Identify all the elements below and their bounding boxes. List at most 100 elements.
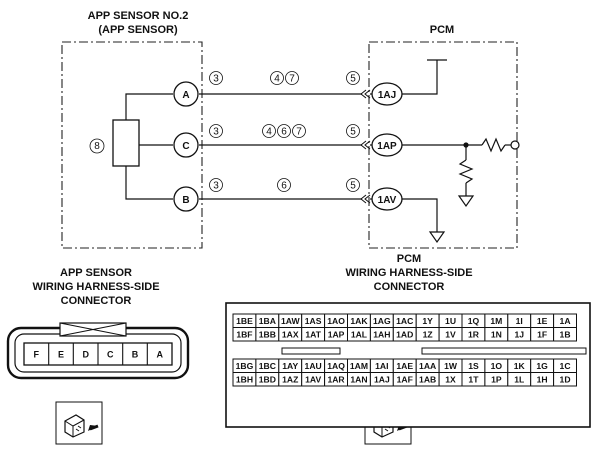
wire-ref: 3	[213, 74, 219, 85]
svg-text:B: B	[182, 195, 189, 206]
pcm-connector-pin-label: 1J	[514, 330, 524, 340]
svg-text:A: A	[182, 90, 189, 101]
svg-text:1AJ: 1AJ	[378, 90, 396, 101]
pcm-connector-pin-label: 1BE	[236, 316, 253, 326]
pcm-connector-pin-label: 1AY	[282, 361, 298, 371]
pcm-connector-pin-label: 1S	[468, 361, 479, 371]
pcm-connector-pin-label: 1D	[560, 375, 571, 385]
wire-ref: 4	[274, 74, 280, 85]
svg-text:1AP: 1AP	[377, 141, 397, 152]
pcm-connector-pin-label: 1A	[560, 316, 571, 326]
pcm-connector-pin-label: 1BF	[236, 330, 252, 340]
pcm-connector-pin-label: 1O	[491, 361, 503, 371]
app-connector-title-line2: WIRING HARNESS-SIDE	[32, 281, 159, 293]
app-connector-pin-b: B	[132, 350, 139, 360]
pcm-connector-pin-label: 1R	[468, 330, 480, 340]
wire-ref: 7	[296, 127, 302, 138]
pcm-connector-pin-label: 1AB	[419, 375, 436, 385]
pcm-connector-pin-label: 1BA	[259, 316, 276, 326]
wire-ref: 4	[266, 127, 272, 138]
pcm-connector-pin-label: 1AV	[305, 375, 321, 385]
pcm-connector-pin-label: 1G	[536, 361, 548, 371]
wire-ref: 7	[289, 74, 295, 85]
app-connector-title-line1: APP SENSOR	[60, 267, 132, 279]
pcm-internal-circuit	[402, 59, 520, 244]
pcm-connector-pin-label: 1C	[560, 361, 571, 371]
pcm-connector-pin-label: 1T	[468, 375, 479, 385]
pcm-connector-pin-label: 1AQ	[327, 361, 345, 371]
wire-ref: 6	[281, 181, 287, 192]
pcm-connector-pin-label: 1AS	[305, 316, 322, 326]
pcm-connector-pin-label: 1AA	[419, 361, 436, 371]
pcm-connector-pin-label: 1BH	[236, 375, 253, 385]
pcm-connector-pin-label: 1B	[560, 330, 571, 340]
pcm-title: PCM	[430, 24, 454, 36]
pcm-connector-pin-label: 1AT	[305, 330, 321, 340]
pcm-connector-pin-label: 1AM	[350, 361, 368, 371]
wire-ref: 6	[281, 127, 287, 138]
pcm-connector-pin-label: 1H	[537, 375, 548, 385]
pcm-connector-pin-label: 1V	[445, 330, 456, 340]
resistor-icon	[481, 137, 506, 153]
pcm-connector-pin-label: 1P	[491, 375, 502, 385]
wires	[199, 89, 372, 204]
pcm-connector-pin-label: 1BG	[236, 361, 254, 371]
pcm-connector-pin-label: 1X	[445, 375, 456, 385]
svg-text:C: C	[182, 141, 189, 152]
pcm-connector-title-line2: WIRING HARNESS-SIDE	[345, 267, 472, 279]
pcm-connector-pin-label: 1L	[514, 375, 524, 385]
pcm-connector-pin-label: 1BC	[259, 361, 276, 371]
wire-ref: 3	[213, 127, 219, 138]
pcm-connector-pin-label: 1Z	[423, 330, 433, 340]
wire-ref: 3	[213, 181, 219, 192]
pcm-connector-pin-label: 1AD	[396, 330, 413, 340]
pcm-connector-pin-label: 1Q	[468, 316, 480, 326]
pcm-pin-1aj: 1AJ	[371, 82, 403, 106]
wire-ref: 5	[350, 127, 356, 138]
pcm-connector-pin-label: 1AX	[282, 330, 299, 340]
pcm-pin-1av: 1AV	[371, 187, 403, 211]
app-connector-pin-a: A	[156, 350, 163, 360]
ground-icon	[428, 231, 446, 244]
pcm-connector-pin-label: 1AC	[396, 316, 413, 326]
app-connector-pin-c: C	[107, 350, 114, 360]
pcm-connector-title-line1: PCM	[397, 253, 421, 265]
pcm-connector-pin-label: 1BB	[259, 330, 276, 340]
pcm-connector-pin-label: 1K	[514, 361, 526, 371]
wire-ref: 5	[350, 74, 356, 85]
svg-text:1AV: 1AV	[378, 195, 397, 206]
pcm-connector-pin-label: 1AG	[373, 316, 391, 326]
app-connector-pin-d: D	[82, 350, 89, 360]
wire-ref: 5	[350, 181, 356, 192]
pcm-connector-pin-label: 1E	[537, 316, 548, 326]
app-connector-title-line3: CONNECTOR	[61, 295, 132, 307]
pcm-connector-cell	[553, 372, 577, 387]
app-connector-pin-e: E	[58, 350, 64, 360]
pcm-connector-pin-label: 1AE	[396, 361, 413, 371]
app-connector-pin-f: F	[34, 350, 40, 360]
pcm-connector-pin-label: 1W	[444, 361, 458, 371]
pcm-connector-pin-label: 1N	[491, 330, 502, 340]
ground-icon	[457, 195, 475, 208]
app-sensor-title-line2: (APP SENSOR)	[98, 24, 178, 36]
pcm-connector-pin-label: 1AK	[350, 316, 368, 326]
pcm-connector-pin-label: 1BD	[259, 375, 276, 385]
pcm-connector-pin-label: 1AZ	[282, 375, 298, 385]
sensor-element-ref: 8	[94, 141, 100, 152]
sensor-pin-c: C	[173, 132, 199, 158]
pcm-connector-pin-label: 1AW	[281, 316, 301, 326]
pcm-connector-pin-label: 1AF	[397, 375, 413, 385]
pcm-connector-title-line3: CONNECTOR	[374, 281, 445, 293]
pcm-pin-1ap: 1AP	[371, 133, 403, 157]
pcm-connector-pin-label: 1AO	[327, 316, 345, 326]
pcm-connector-pin-label: 1AU	[305, 361, 322, 371]
pcm-connector-pin-label: 1M	[490, 316, 502, 326]
app-connector-face	[6, 322, 190, 380]
pcm-connector-pin-label: 1U	[445, 316, 456, 326]
app-connector-view-icon	[55, 401, 103, 445]
pcm-connector-cell	[553, 327, 577, 342]
pcm-connector-pin-label: 1Y	[422, 316, 433, 326]
pcm-connector-pin-label: 1AI	[375, 361, 388, 371]
